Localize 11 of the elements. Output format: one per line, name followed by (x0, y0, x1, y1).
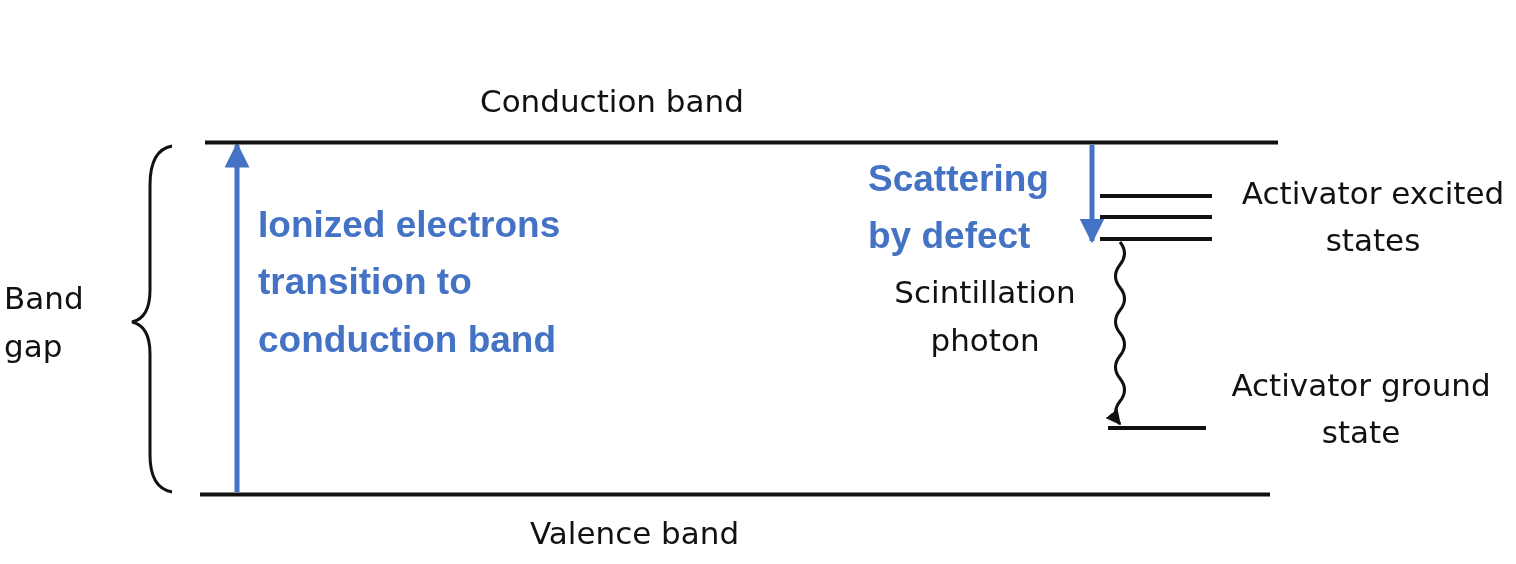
level-label: Activator excited states (1240, 174, 1506, 260)
band-gap-label: Band gap (4, 279, 85, 367)
arrow (1079, 145, 1105, 244)
edge-label: Scintillation photon (893, 273, 1077, 361)
level-label: Valence band (530, 514, 741, 553)
level-label: Activator ground state (1230, 366, 1492, 452)
edge-label: Ionized electrons transition to conduction band (258, 203, 562, 362)
level-label: Conduction band (480, 82, 745, 121)
edge-label: Scattering by defect (868, 157, 1050, 259)
wavy-arrow (1106, 241, 1126, 426)
arrow (224, 142, 250, 492)
